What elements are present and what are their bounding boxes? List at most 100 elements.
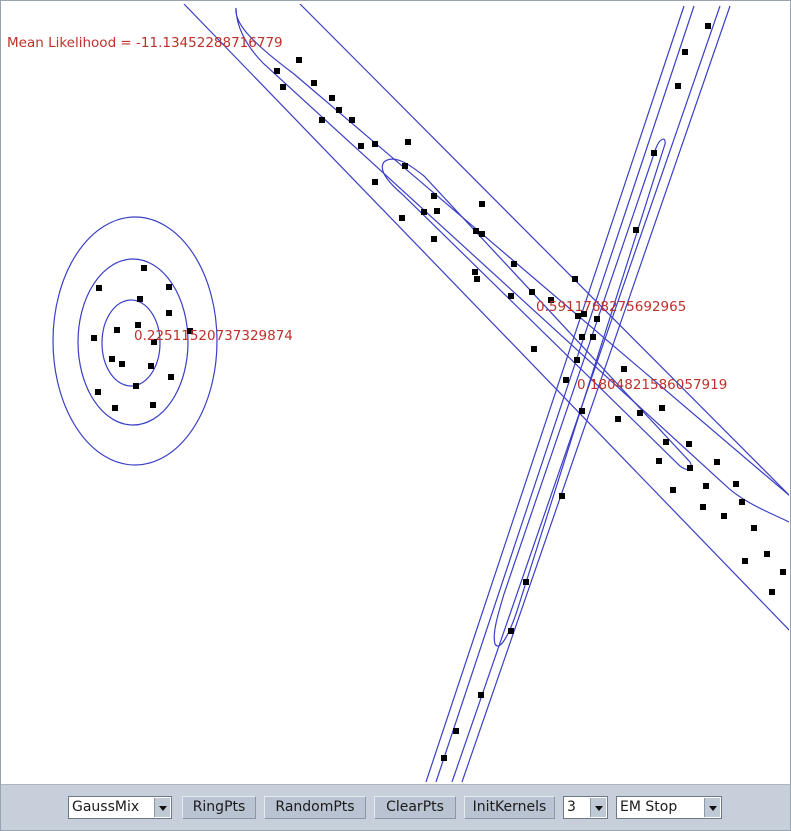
data-point xyxy=(529,289,535,295)
data-point xyxy=(296,57,302,63)
data-point xyxy=(700,504,706,510)
data-point xyxy=(479,201,485,207)
kernel-2-contour-outer-upper xyxy=(299,4,789,496)
kernel-2-contour-outer-lower xyxy=(183,4,789,631)
random-pts-button[interactable]: RandomPts xyxy=(264,796,366,819)
data-point xyxy=(96,285,102,291)
gaussian-mixture-plot[interactable]: Mean Likelihood = -11.13452288716779 0.2… xyxy=(4,4,789,782)
data-point xyxy=(590,334,596,340)
kernel-3-contours xyxy=(425,5,731,782)
model-select-value: GaussMix xyxy=(72,799,140,815)
data-point xyxy=(133,383,139,389)
data-point xyxy=(574,357,580,363)
data-point xyxy=(119,361,125,367)
data-point xyxy=(714,459,720,465)
em-select-value: EM Stop xyxy=(620,799,678,815)
data-point xyxy=(742,558,748,564)
chevron-down-icon[interactable] xyxy=(590,798,606,817)
clear-pts-button[interactable]: ClearPts xyxy=(374,796,456,819)
data-point xyxy=(579,334,585,340)
data-point xyxy=(637,410,643,416)
em-canvas[interactable]: Mean Likelihood = -11.13452288716779 0.2… xyxy=(4,4,789,782)
data-point xyxy=(473,228,479,234)
data-point xyxy=(633,227,639,233)
data-point xyxy=(721,513,727,519)
data-point xyxy=(733,481,739,487)
data-point xyxy=(675,83,681,89)
data-point xyxy=(531,346,537,352)
data-point xyxy=(114,327,120,333)
toolbar: GaussMix RingPts RandomPts ClearPts Init… xyxy=(1,784,790,830)
kernel-3-contour-inner xyxy=(493,138,666,647)
data-point xyxy=(349,117,355,123)
data-point xyxy=(682,49,688,55)
data-point xyxy=(508,293,514,299)
data-point xyxy=(659,405,665,411)
data-points xyxy=(91,23,786,761)
data-point xyxy=(280,84,286,90)
kernel-1-contours xyxy=(52,216,218,466)
data-point xyxy=(405,139,411,145)
data-point xyxy=(563,377,569,383)
data-point xyxy=(479,231,485,237)
kernel-count-select[interactable]: 3 xyxy=(563,796,608,819)
data-point xyxy=(137,296,143,302)
data-point xyxy=(705,23,711,29)
data-point xyxy=(329,95,335,101)
chevron-down-icon[interactable] xyxy=(154,798,170,817)
kernel-1-weight-label: 0.22511520737329874 xyxy=(134,328,293,344)
data-point xyxy=(399,215,405,221)
kernel-count-select-value: 3 xyxy=(567,799,576,815)
data-point xyxy=(151,339,157,345)
data-point xyxy=(508,628,514,634)
data-point xyxy=(769,589,775,595)
data-point xyxy=(135,322,141,328)
kernel-3-contour-outer-left xyxy=(425,5,685,782)
data-point xyxy=(91,335,97,341)
data-point xyxy=(148,363,154,369)
data-point xyxy=(441,755,447,761)
data-point xyxy=(764,551,770,557)
data-point xyxy=(686,441,692,447)
data-point xyxy=(615,416,621,422)
data-point xyxy=(559,493,565,499)
data-point xyxy=(112,405,118,411)
kernel-2-contour-middle xyxy=(235,7,789,523)
ring-pts-button[interactable]: RingPts xyxy=(182,796,256,819)
mean-likelihood-label: Mean Likelihood = -11.13452288716779 xyxy=(7,35,283,51)
data-point xyxy=(663,439,669,445)
chevron-down-icon[interactable] xyxy=(704,798,720,817)
data-point xyxy=(656,458,662,464)
data-point xyxy=(703,483,709,489)
data-point xyxy=(434,208,440,214)
kernel-2-contours xyxy=(183,4,789,631)
data-point xyxy=(421,209,427,215)
data-point xyxy=(372,141,378,147)
kernel-3-weight-label: 0.1804821586057919 xyxy=(577,377,727,393)
data-point xyxy=(739,499,745,505)
data-point xyxy=(166,310,172,316)
kernel-2-weight-label: 0.5911768275692965 xyxy=(536,299,686,315)
model-select[interactable]: GaussMix xyxy=(68,796,172,819)
data-point xyxy=(572,276,578,282)
data-point xyxy=(141,265,147,271)
init-kernels-button[interactable]: InitKernels xyxy=(464,796,555,819)
data-point xyxy=(431,236,437,242)
data-point xyxy=(95,389,101,395)
data-point xyxy=(575,313,581,319)
data-point xyxy=(474,276,480,282)
data-point xyxy=(311,80,317,86)
data-point xyxy=(478,692,484,698)
data-point xyxy=(431,193,437,199)
data-point xyxy=(687,465,693,471)
data-point xyxy=(372,179,378,185)
data-point xyxy=(594,316,600,322)
data-point xyxy=(150,402,156,408)
em-select[interactable]: EM Stop xyxy=(616,796,722,819)
kernel-3-contour-outer-right xyxy=(461,5,731,782)
data-point xyxy=(670,487,676,493)
data-point xyxy=(168,374,174,380)
kernel-1-contour-outer xyxy=(52,216,218,466)
kernel-1-contour-middle xyxy=(77,258,189,426)
